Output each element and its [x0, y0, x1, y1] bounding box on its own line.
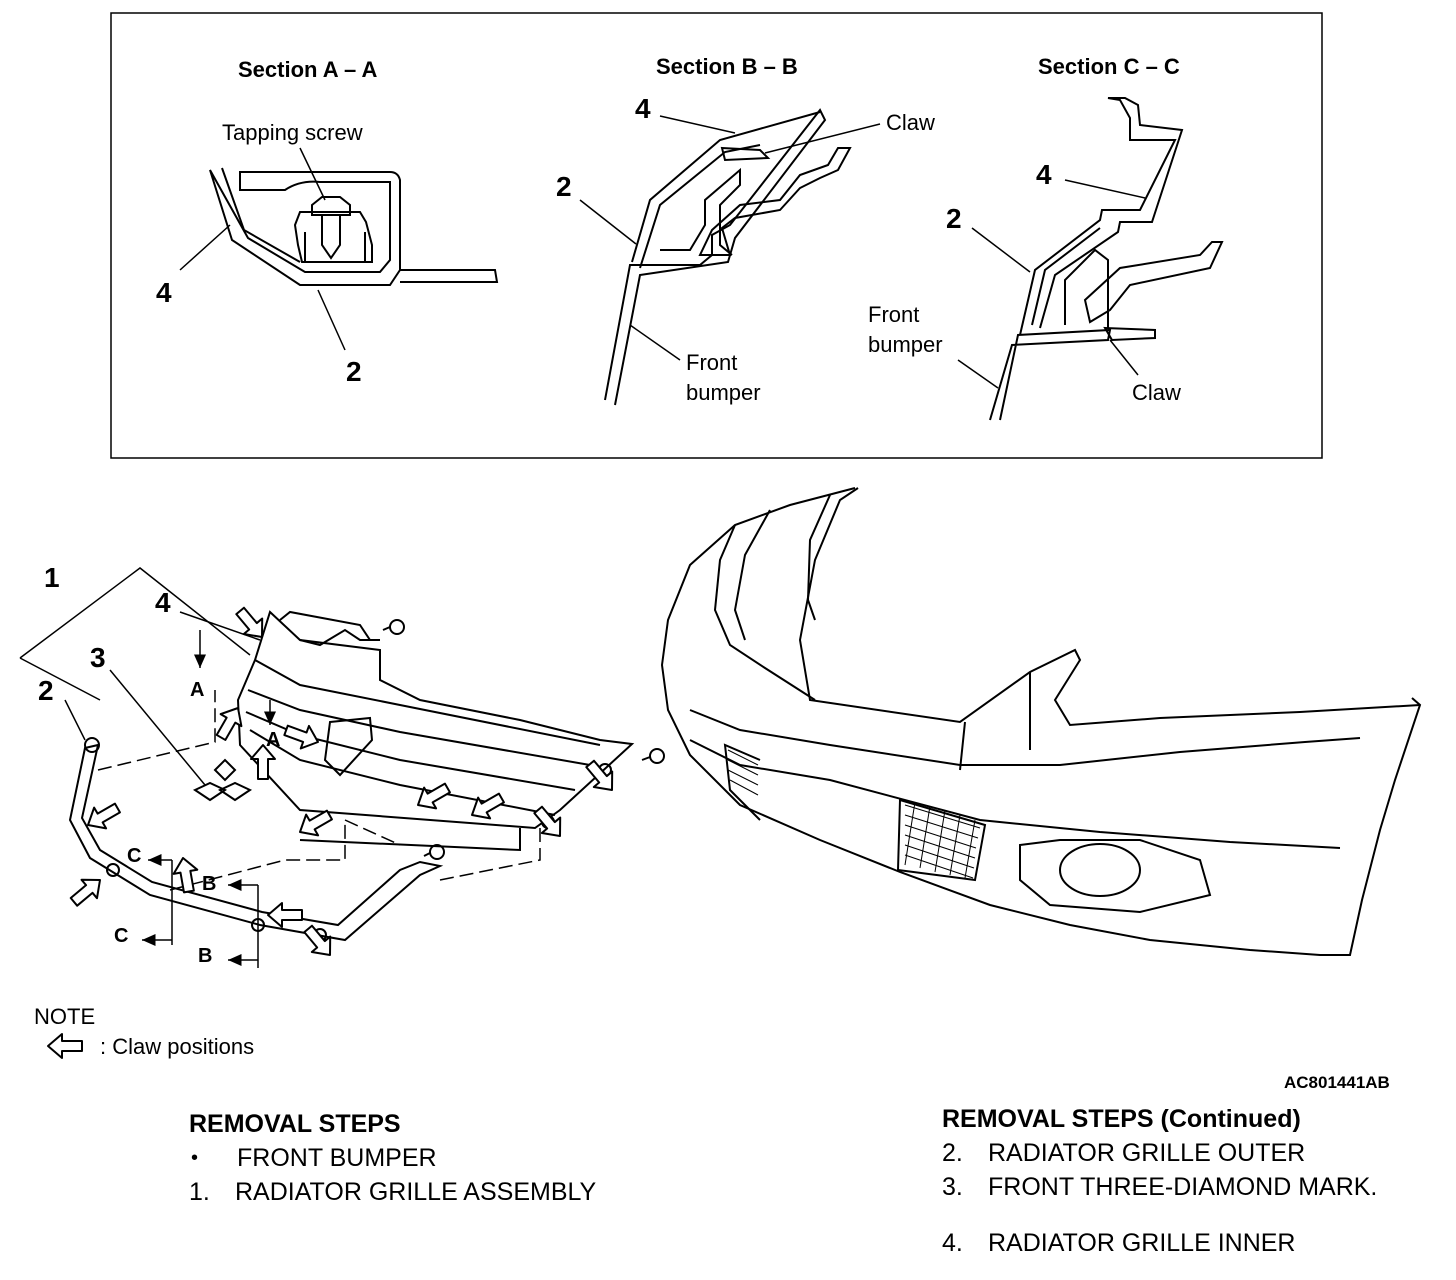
sections-frame — [110, 12, 1323, 459]
section-a-callout-4: 4 — [156, 277, 172, 308]
removal-steps: REMOVAL STEPS • FRONT BUMPER 1. RADIATOR… — [189, 1107, 596, 1209]
section-b-bumper-label-1: Front — [686, 350, 737, 375]
claw-legend-icon — [47, 1033, 83, 1059]
step-marker: 1. — [189, 1178, 210, 1206]
bumper-mesh — [727, 749, 981, 879]
assembly-lines — [97, 690, 541, 891]
removal-steps-continued: REMOVAL STEPS (Continued) 2. RADIATOR GR… — [942, 1102, 1377, 1260]
section-a-drawing — [209, 167, 499, 286]
section-c-bumper-label-2: bumper — [868, 332, 943, 357]
section-mark-b-top: B — [202, 873, 216, 895]
leader-c-claw — [1109, 339, 1139, 376]
section-c-callout-4: 4 — [1036, 159, 1052, 190]
section-b-callout-4: 4 — [635, 93, 651, 124]
step-marker: 2. — [942, 1139, 963, 1167]
step-marker: 3. — [942, 1173, 963, 1201]
removal-step: 3. FRONT THREE-DIAMOND MARK. — [942, 1170, 1377, 1204]
leader-c-2 — [971, 227, 1031, 273]
removal-steps-continued-heading: REMOVAL STEPS (Continued) — [942, 1105, 1301, 1133]
section-marks — [142, 630, 276, 968]
removal-step: • FRONT BUMPER — [189, 1141, 596, 1175]
step-marker: 4. — [942, 1229, 963, 1257]
section-mark-a-mid: A — [266, 729, 280, 751]
note-title: NOTE — [34, 1004, 95, 1029]
figure-id: AC801441AB — [1284, 1073, 1390, 1092]
callout-1: 1 — [44, 562, 60, 593]
section-c-callout-2: 2 — [946, 203, 962, 234]
removal-step: 2. RADIATOR GRILLE OUTER — [942, 1136, 1377, 1170]
callout-3: 3 — [90, 642, 106, 673]
step-label: FRONT BUMPER — [237, 1144, 437, 1172]
section-c-drawing — [989, 97, 1224, 421]
section-a-tapping-screw-label: Tapping screw — [222, 120, 363, 145]
removal-step: 4. RADIATOR GRILLE INNER — [942, 1226, 1377, 1260]
step-label: RADIATOR GRILLE OUTER — [988, 1139, 1306, 1167]
leader-c-bumper — [957, 359, 999, 389]
section-a-title: Section A – A — [238, 57, 377, 82]
section-mark-c-bottom: C — [114, 925, 128, 947]
leader-a-screw — [299, 147, 326, 201]
section-c-title: Section C – C — [1038, 54, 1180, 79]
leader-b-claw — [764, 123, 881, 154]
section-b-callout-2: 2 — [556, 171, 572, 202]
leader-b-bumper — [629, 324, 681, 361]
section-mark-a-top: A — [190, 679, 204, 701]
callout-leaders — [19, 567, 261, 786]
section-mark-b-bottom: B — [198, 945, 212, 967]
leader-b-2 — [579, 199, 637, 245]
step-label: RADIATOR GRILLE INNER — [988, 1229, 1296, 1257]
step-label: FRONT THREE-DIAMOND MARK. — [988, 1173, 1378, 1201]
section-mark-c-top: C — [127, 845, 141, 867]
section-b-title: Section B – B — [656, 54, 798, 79]
callout-4: 4 — [155, 587, 171, 618]
note-legend-label: : Claw positions — [100, 1034, 254, 1059]
three-diamond-mark-drawing — [192, 758, 253, 802]
removal-step: 1. RADIATOR GRILLE ASSEMBLY — [189, 1175, 596, 1209]
grille-outer-drawing — [68, 737, 444, 942]
clips — [382, 619, 665, 860]
front-bumper-drawing — [660, 487, 1422, 956]
leader-b-4 — [659, 115, 736, 134]
leader-c-4 — [1064, 179, 1146, 199]
leader-a-4 — [179, 224, 231, 271]
step-marker: • — [191, 1147, 199, 1169]
leader-a-2 — [317, 289, 346, 351]
callout-2: 2 — [38, 675, 54, 706]
section-b-bumper-label-2: bumper — [686, 380, 761, 405]
section-a-callout-2: 2 — [346, 356, 362, 387]
section-c-bumper-label-1: Front — [868, 302, 919, 327]
removal-steps-heading: REMOVAL STEPS — [189, 1110, 401, 1138]
section-c-claw-label: Claw — [1132, 380, 1181, 405]
section-b-drawing — [604, 108, 852, 406]
section-b-claw-label: Claw — [886, 110, 935, 135]
step-label: RADIATOR GRILLE ASSEMBLY — [235, 1178, 597, 1206]
grille-inner-drawing — [236, 610, 635, 852]
